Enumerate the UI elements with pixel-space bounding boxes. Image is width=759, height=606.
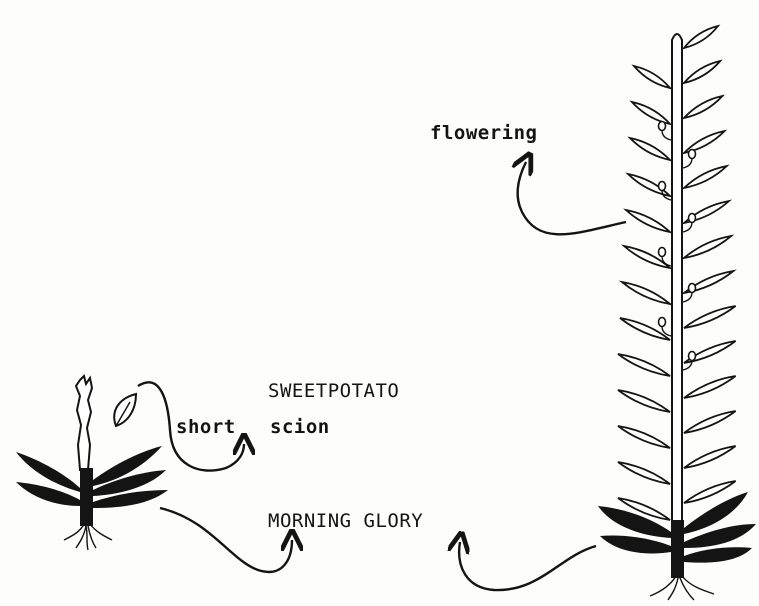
bud-stalk xyxy=(683,158,692,168)
label-short: short xyxy=(176,416,236,438)
tall-plant-leaf xyxy=(684,306,736,328)
label-morning-glory: MORNING GLORY xyxy=(268,510,423,532)
tall-plant-leaf xyxy=(684,236,731,258)
tall-plant-roots xyxy=(650,576,714,600)
tall-rootstock-leaf xyxy=(598,506,671,538)
flower-bud xyxy=(659,182,666,191)
tall-plant-leaf xyxy=(626,210,670,232)
tall-plant-leaf xyxy=(684,26,718,48)
tall-plant-leaf xyxy=(618,354,670,376)
short-scion-shoot xyxy=(76,376,92,470)
tall-flowering-plant xyxy=(598,26,756,600)
flower-bud xyxy=(659,248,666,257)
tall-plant-leaf xyxy=(684,96,722,118)
tall-plant-leaf xyxy=(618,426,670,448)
tall-plant-leaf xyxy=(684,411,736,433)
flower-bud xyxy=(659,318,666,327)
tall-plant-leaf xyxy=(684,446,736,468)
tall-plant-leaf xyxy=(634,66,670,88)
tall-plant-leaf xyxy=(630,138,670,160)
rootstock-stem xyxy=(80,468,93,526)
flower-bud xyxy=(689,284,696,293)
tall-plant-right-leaves xyxy=(684,26,736,503)
tall-plant-leaf xyxy=(684,376,736,398)
tall-plant-leaf xyxy=(622,282,670,304)
tall-plant-leaf xyxy=(618,390,670,412)
tall-rootstock-leaf xyxy=(600,535,671,553)
tall-plant-leaf xyxy=(684,481,736,503)
tall-rootstock-base xyxy=(671,520,684,578)
tall-plant-stem xyxy=(672,34,682,560)
flower-bud xyxy=(689,214,696,223)
tall-plant-leaf xyxy=(618,462,670,484)
bud-stalk xyxy=(662,130,671,140)
flower-bud xyxy=(689,150,696,159)
small-grafted-plant xyxy=(16,376,168,550)
small-plant-roots xyxy=(64,524,112,550)
arrow-to-flowering xyxy=(518,162,626,234)
tall-plant-leaf xyxy=(632,102,670,124)
label-sweetpotato: SWEETPOTATO xyxy=(268,380,399,402)
tall-rootstock-leaf xyxy=(684,547,752,562)
label-scion: scion xyxy=(270,416,330,438)
arrow-tall-to-morning-glory xyxy=(459,542,596,590)
label-flowering: flowering xyxy=(430,122,537,144)
tall-plant-leaf xyxy=(684,166,727,188)
flower-bud xyxy=(689,352,696,361)
flower-bud xyxy=(659,122,666,131)
tall-plant-leaf xyxy=(684,61,720,83)
